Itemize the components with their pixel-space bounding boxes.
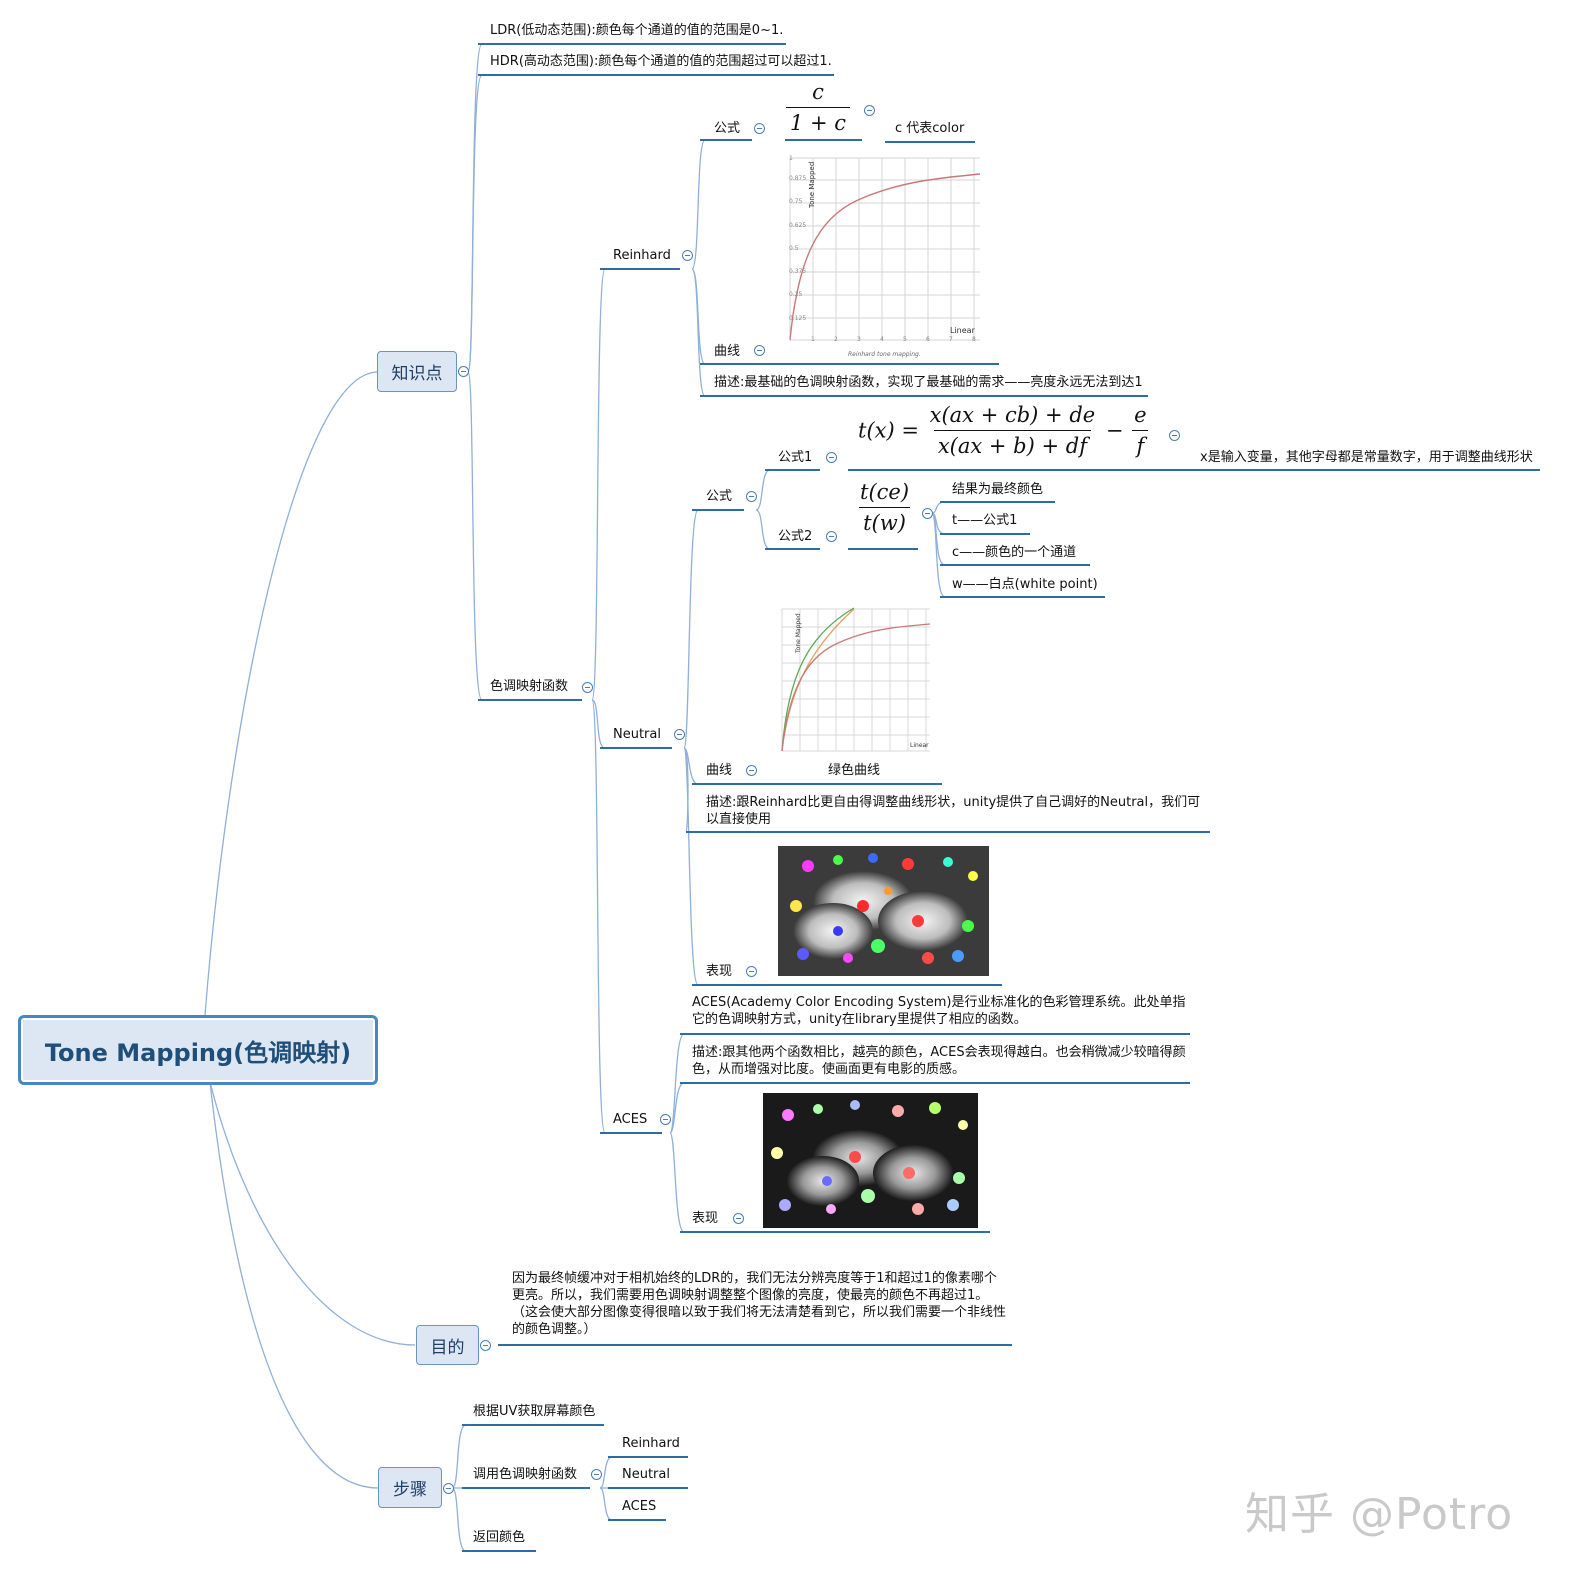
formula2-note-t[interactable]: t——公式1: [952, 513, 1018, 528]
collapse-neutral-icon[interactable]: [674, 729, 685, 740]
node-ldr[interactable]: LDR(低动态范围):颜色每个通道的值的范围是0~1.: [490, 23, 784, 38]
reinhard-ylabel: Tone Mapped: [808, 162, 816, 209]
node-aces-desc[interactable]: 描述:跟其他两个函数相比，越亮的颜色，ACES会表现得越白。也会稍微减少较暗得颜…: [692, 1045, 1186, 1077]
node-neutral-formula[interactable]: 公式: [706, 489, 733, 504]
collapse-formula2-math-icon[interactable]: [922, 508, 933, 519]
reinhard-ytick-0125: 0.125: [789, 315, 806, 322]
reinhard-xtick-4: 4: [880, 336, 884, 343]
node-hdr[interactable]: HDR(高动态范围):颜色每个通道的值的范围超过可以超过1.: [490, 54, 832, 69]
collapse-formula2-icon[interactable]: [826, 531, 837, 542]
neutral-render-scene: [778, 846, 989, 976]
node-tonemap-functions[interactable]: 色调映射函数: [490, 679, 569, 694]
collapse-neutral-formula-icon[interactable]: [746, 491, 757, 502]
reinhard-ytick-1: 1: [789, 155, 793, 162]
node-reinhard-formula-note[interactable]: c 代表color: [895, 121, 965, 136]
node-purpose-text[interactable]: 因为最终帧缓冲对于相机始终的LDR的，我们无法分辨亮度等于1和超过1的像素哪个更…: [512, 1271, 1007, 1337]
reinhard-xtick-6: 6: [926, 336, 930, 343]
node-reinhard-formula[interactable]: 公式: [714, 121, 741, 136]
collapse-steps-icon[interactable]: [443, 1483, 454, 1494]
node-neutral-desc[interactable]: 描述:跟Reinhard比更自由得调整曲线形状，unity提供了自己调好的Neu…: [706, 795, 1201, 827]
neutral-curve-chart: Linear Tone Mapped: [774, 605, 932, 757]
reinhard-xlabel: Linear: [950, 326, 976, 335]
node-reinhard-desc[interactable]: 描述:最基础的色调映射函数，实现了最基础的需求——亮度永远无法到达1: [714, 375, 1143, 390]
collapse-formula1-math-icon[interactable]: [1169, 430, 1180, 441]
formula2-note-c[interactable]: c——颜色的一个通道: [952, 545, 1077, 560]
collapse-aces-icon[interactable]: [660, 1114, 671, 1125]
reinhard-ytick-025: 0.25: [789, 291, 803, 298]
root-topic-label: Tone Mapping(色调映射): [44, 1038, 352, 1067]
node-neutral-formula1[interactable]: 公式1: [778, 450, 813, 465]
reinhard-formula-math: c 1 + c: [786, 80, 851, 135]
collapse-neutral-curve-icon[interactable]: [746, 765, 757, 776]
node-step-return-color[interactable]: 返回颜色: [473, 1530, 526, 1545]
node-neutral-performance[interactable]: 表现: [706, 964, 733, 979]
topic-purpose-label: 目的: [430, 1337, 465, 1358]
neutral-render-image: [778, 846, 989, 976]
node-step-aces[interactable]: ACES: [622, 1499, 657, 1514]
node-aces-intro[interactable]: ACES(Academy Color Encoding System)是行业标准…: [692, 995, 1186, 1027]
formula2-numerator: t(ce): [860, 480, 910, 504]
collapse-formula1-icon[interactable]: [826, 452, 837, 463]
node-neutral-curve[interactable]: 曲线: [706, 763, 733, 778]
collapse-knowledge-icon[interactable]: [458, 366, 469, 377]
reinhard-ytick-075: 0.75: [789, 198, 803, 205]
node-neutral-formula2[interactable]: 公式2: [778, 529, 813, 544]
reinhard-caption: Reinhard tone mapping.: [848, 351, 921, 358]
collapse-reinhard-math-icon[interactable]: [864, 105, 875, 116]
node-formula1-note[interactable]: x是输入变量，其他字母都是常量数字，用于调整曲线形状: [1200, 450, 1533, 465]
neutral-xlabel: Linear: [910, 742, 929, 749]
collapse-reinhard-formula-icon[interactable]: [754, 123, 765, 134]
topic-knowledge-label: 知识点: [391, 364, 443, 384]
collapse-step-call-icon[interactable]: [591, 1469, 602, 1480]
reinhard-xtick-1: 1: [811, 336, 815, 343]
node-step-neutral[interactable]: Neutral: [622, 1467, 670, 1482]
collapse-aces-performance-icon[interactable]: [733, 1213, 744, 1224]
neutral-formula2-math: t(ce) t(w): [856, 480, 913, 535]
formula2-note-w[interactable]: w——白点(white point): [952, 577, 1098, 592]
node-step-get-color[interactable]: 根据UV获取屏幕颜色: [473, 1404, 596, 1419]
node-aces-performance[interactable]: 表现: [692, 1211, 719, 1226]
topic-steps[interactable]: 步骤: [378, 1467, 442, 1508]
collapse-reinhard-curve-icon[interactable]: [754, 345, 765, 356]
node-neutral[interactable]: Neutral: [613, 727, 661, 742]
topic-purpose[interactable]: 目的: [416, 1325, 479, 1365]
reinhard-xtick-7: 7: [949, 336, 953, 343]
root-topic[interactable]: Tone Mapping(色调映射): [18, 1015, 378, 1085]
reinhard-ytick-05: 0.5: [789, 245, 799, 252]
reinhard-formula-denominator: 1 + c: [786, 107, 851, 135]
node-neutral-curve-note[interactable]: 绿色曲线: [828, 763, 881, 778]
node-step-reinhard[interactable]: Reinhard: [622, 1436, 680, 1451]
aces-render-image: [763, 1093, 978, 1228]
topic-steps-label: 步骤: [393, 1480, 427, 1500]
node-step-call-function[interactable]: 调用色调映射函数: [473, 1467, 578, 1482]
reinhard-ytick-0875: 0.875: [789, 175, 806, 182]
topic-knowledge[interactable]: 知识点: [377, 351, 457, 392]
aces-render-scene: [763, 1093, 978, 1228]
reinhard-xtick-8: 8: [972, 336, 976, 343]
reinhard-xtick-5: 5: [903, 336, 907, 343]
reinhard-curve-chart: 1 0.875 0.75 0.625 0.5 0.375 0.25 0.125 …: [778, 148, 988, 363]
reinhard-xtick-2: 2: [834, 336, 838, 343]
node-aces[interactable]: ACES: [613, 1112, 648, 1127]
formula2-note-result[interactable]: 结果为最终颜色: [952, 482, 1044, 497]
reinhard-xtick-3: 3: [857, 336, 861, 343]
collapse-reinhard-icon[interactable]: [682, 250, 693, 261]
collapse-tonemap-icon[interactable]: [582, 682, 593, 693]
neutral-ylabel: Tone Mapped: [795, 613, 802, 654]
node-reinhard[interactable]: Reinhard: [613, 248, 671, 263]
reinhard-formula-numerator: c: [812, 80, 824, 104]
reinhard-ytick-0375: 0.375: [789, 268, 806, 275]
collapse-purpose-icon[interactable]: [480, 1340, 491, 1351]
formula2-denominator: t(w): [859, 507, 910, 535]
watermark: 知乎 @Potro: [1245, 1489, 1514, 1540]
reinhard-ytick-0625: 0.625: [789, 222, 806, 229]
node-reinhard-curve[interactable]: 曲线: [714, 344, 741, 359]
collapse-neutral-performance-icon[interactable]: [746, 966, 757, 977]
